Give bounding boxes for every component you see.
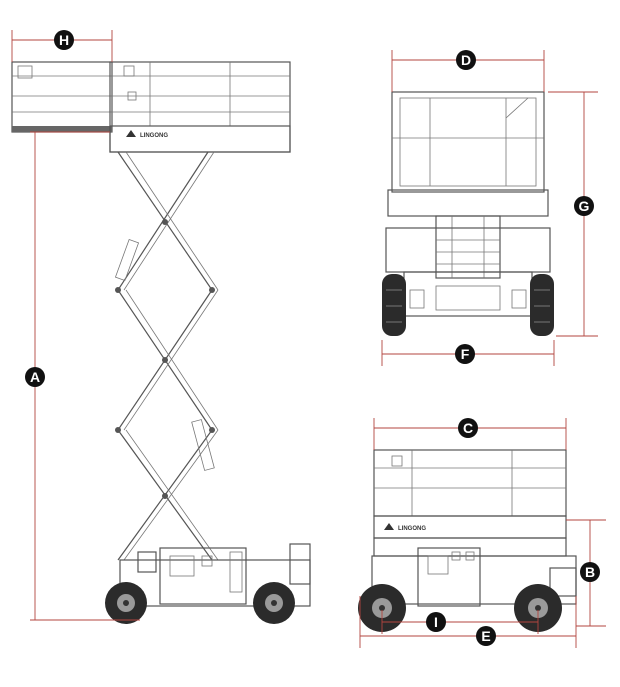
stowed-chassis xyxy=(358,537,577,632)
marker-A-label: A xyxy=(30,369,40,385)
front-scissor-stack xyxy=(435,215,501,279)
front-chassis xyxy=(382,227,554,336)
marker-H-label: H xyxy=(59,32,69,48)
brand-label-stowed: LINGONG xyxy=(398,526,426,532)
side-view-stowed: LINGONG xyxy=(358,418,606,648)
marker-F: F xyxy=(455,344,475,364)
marker-C: C xyxy=(458,418,478,438)
marker-I: I xyxy=(426,612,446,632)
marker-D: D xyxy=(456,50,476,70)
marker-B: B xyxy=(580,562,600,582)
dimension-G xyxy=(548,91,598,337)
side-view-raised: LINGONG xyxy=(11,30,311,624)
dimension-E xyxy=(359,596,577,648)
marker-D-label: D xyxy=(461,52,471,68)
marker-E-label: E xyxy=(481,628,490,644)
dimension-I xyxy=(381,610,539,634)
front-platform xyxy=(387,91,549,217)
marker-B-label: B xyxy=(585,564,595,580)
front-view xyxy=(381,50,598,366)
platform-main: LINGONG xyxy=(109,61,291,153)
marker-I-label: I xyxy=(434,614,438,630)
marker-E: E xyxy=(476,626,496,646)
stowed-guardrail xyxy=(373,449,567,517)
stowed-deck: LINGONG xyxy=(373,515,567,539)
marker-C-label: C xyxy=(463,420,473,436)
marker-A: A xyxy=(25,367,45,387)
dimension-A xyxy=(30,131,140,621)
marker-G: G xyxy=(574,196,594,216)
brand-label: LINGONG xyxy=(140,133,168,139)
marker-F-label: F xyxy=(461,346,470,362)
marker-G-label: G xyxy=(579,198,590,214)
scissor-arms xyxy=(114,151,219,561)
extension-deck xyxy=(11,61,113,133)
marker-H: H xyxy=(54,30,74,50)
side-chassis xyxy=(105,543,311,624)
